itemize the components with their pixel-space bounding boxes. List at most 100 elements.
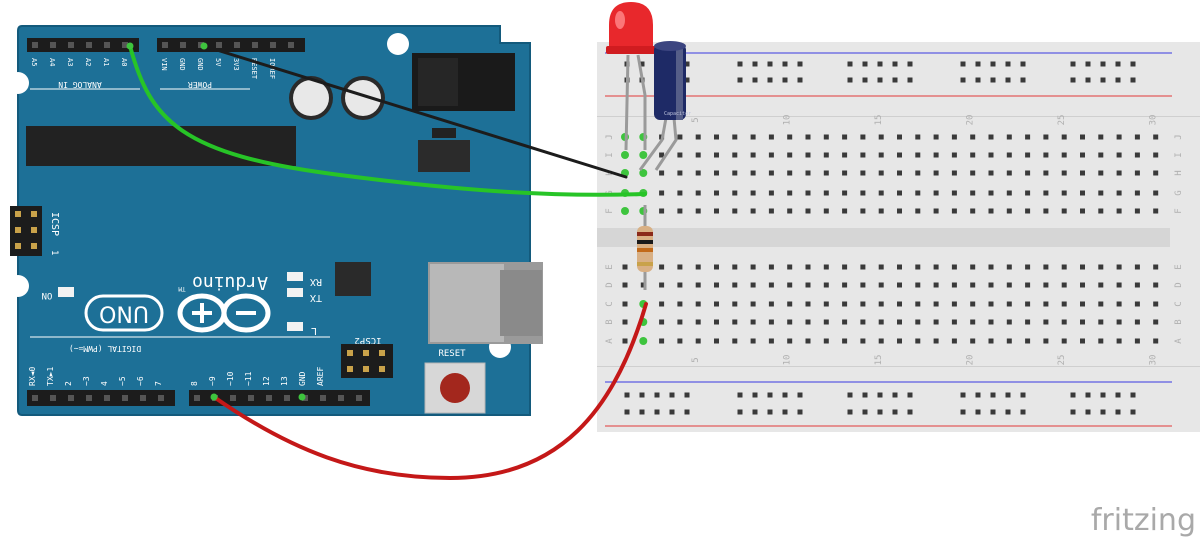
rail-hole — [767, 409, 773, 415]
row-letter: F — [605, 208, 615, 213]
digital-header-low — [27, 390, 175, 406]
power-label: POWER — [188, 80, 212, 89]
breadboard-hole — [951, 319, 957, 325]
breadboard-hole — [897, 282, 902, 288]
row-letter: G — [1174, 190, 1184, 195]
fritzing-watermark: fritzing — [1091, 503, 1196, 538]
rail-hole — [1070, 77, 1076, 83]
header-pin — [68, 42, 74, 48]
row-letter: B — [1174, 319, 1184, 324]
breadboard-hole — [1025, 338, 1031, 344]
connected-hole — [621, 207, 629, 215]
row-letter: E — [1174, 264, 1184, 269]
breadboard-hole — [1043, 301, 1049, 307]
breadboard-hole — [1098, 319, 1104, 325]
rail-hole — [684, 392, 690, 398]
rail-hole — [1085, 392, 1091, 398]
breadboard-hole — [951, 134, 957, 140]
header-pin — [234, 42, 240, 48]
breadboard-hole — [860, 134, 866, 140]
breadboard-hole — [768, 190, 774, 196]
analog-header — [27, 38, 139, 52]
header-pin — [216, 42, 222, 48]
header-pin — [122, 42, 128, 48]
breadboard-hole — [1116, 338, 1122, 344]
rail-hole — [797, 409, 803, 415]
rail-hole — [907, 409, 913, 415]
breadboard-hole — [1098, 170, 1104, 176]
rail-hole — [907, 392, 913, 398]
breadboard-hole — [732, 338, 738, 344]
breadboard-hole — [860, 282, 866, 288]
rail-hole — [847, 409, 853, 415]
column-number: 15 — [874, 115, 884, 126]
breadboard-hole — [805, 208, 811, 214]
breadboard-hole — [1061, 338, 1067, 344]
breadboard-hole — [915, 301, 921, 307]
breadboard-hole — [1061, 264, 1067, 270]
arduino-brand-text: Arduino — [192, 272, 268, 293]
l-label: L — [311, 325, 317, 336]
breadboard-hole — [1098, 282, 1104, 288]
breadboard-hole — [842, 264, 848, 270]
rail-hole — [767, 77, 773, 83]
digital-pin-label: 8 — [190, 381, 199, 386]
breadboard-hole — [787, 208, 793, 214]
header-pin — [248, 395, 254, 401]
rail-hole — [1130, 409, 1136, 415]
rail-hole — [1005, 61, 1011, 67]
breadboard-hole — [1153, 190, 1159, 196]
breadboard-hole — [714, 264, 719, 270]
breadboard-hole — [695, 152, 701, 158]
black-wire[interactable] — [202, 44, 628, 179]
row-letter: B — [605, 319, 615, 324]
rail-hole — [1070, 409, 1076, 415]
row-letter: I — [605, 152, 615, 157]
reset-label: RESET — [438, 349, 466, 359]
resistor[interactable] — [637, 205, 653, 290]
breadboard-hole — [1098, 134, 1104, 140]
breadboard-hole — [714, 152, 719, 158]
digital-pin-label: ~5 — [118, 376, 127, 386]
breadboard-hole — [659, 208, 665, 214]
row-letter: J — [1174, 134, 1184, 139]
breadboard-hole — [677, 190, 683, 196]
red-wire[interactable] — [212, 302, 648, 481]
rail-hole — [752, 409, 758, 415]
digital-pin-label: 13 — [280, 376, 289, 386]
column-number: 20 — [966, 115, 976, 126]
breadboard-hole — [860, 264, 866, 270]
breadboard-hole — [677, 208, 683, 214]
red-led[interactable] — [606, 2, 656, 151]
breadboard-hole — [1134, 319, 1140, 325]
breadboard-hole — [1043, 319, 1049, 325]
rail-hole — [1020, 409, 1026, 415]
digital-pin-label: ~6 — [136, 376, 145, 386]
rail-hole — [782, 392, 788, 398]
breadboard-hole — [750, 208, 756, 214]
electrolytic-capacitor[interactable]: Capacitor — [638, 41, 691, 171]
rail-hole — [752, 61, 758, 67]
breadboard-hole — [951, 338, 957, 344]
rail-hole — [1020, 61, 1026, 67]
breadboard-hole — [933, 190, 939, 196]
reset-button[interactable] — [424, 362, 486, 414]
row-letter: F — [1174, 208, 1184, 213]
rail-hole — [990, 61, 996, 67]
breadboard-hole — [951, 301, 957, 307]
green-wire[interactable] — [128, 44, 647, 197]
breadboard-hole — [897, 338, 902, 344]
breadboard-hole — [714, 208, 719, 214]
breadboard-hole — [695, 264, 701, 270]
rail-hole — [990, 409, 996, 415]
breadboard-hole — [970, 190, 976, 196]
rail-hole — [960, 409, 966, 415]
breadboard-hole — [1006, 152, 1012, 158]
breadboard-hole — [933, 152, 939, 158]
breadboard-hole — [915, 319, 921, 325]
rail-hole — [862, 61, 868, 67]
header-pin — [320, 395, 326, 401]
breadboard-hole — [1098, 208, 1104, 214]
connection-highlights — [126, 42, 306, 401]
